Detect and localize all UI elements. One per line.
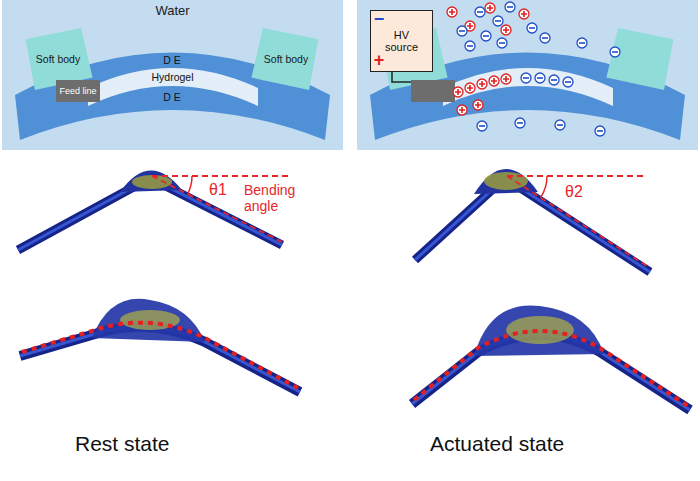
negative-terminal-sign: −: [374, 9, 385, 30]
water-background: [2, 0, 343, 150]
actuator-3d-rest: [20, 299, 300, 392]
negative-charge: [505, 2, 515, 12]
angle-symbol: θ1: [209, 181, 227, 199]
hydrogel-strip: [443, 68, 613, 106]
node-text: Soft body: [36, 53, 80, 66]
positive-charge: [453, 87, 463, 97]
hydrogel-layer: Hydrogel: [135, 69, 210, 85]
negative-charge: [527, 23, 537, 33]
positive-charge: [501, 74, 511, 84]
soft-body-outline: [251, 28, 318, 90]
hydrogel-strip: [88, 68, 258, 106]
positive-charge: [485, 3, 495, 13]
negative-charge: [540, 33, 550, 43]
charge-cloud: [447, 2, 620, 136]
water-background: [357, 0, 698, 150]
angle-symbol: θ2: [565, 183, 583, 201]
positive-charge: [473, 100, 483, 110]
negative-charge: [457, 26, 467, 36]
feed-line: Feed line: [56, 80, 100, 102]
node-text: Feed line: [59, 86, 96, 97]
negative-charge: [563, 77, 573, 87]
negative-charge: [555, 120, 565, 130]
positive-terminal-sign: +: [374, 50, 385, 71]
negative-charge: [465, 41, 475, 51]
negative-charge: [610, 47, 620, 57]
negative-charge: [535, 73, 545, 83]
node-text: Water: [155, 3, 189, 19]
node-text: HV source: [383, 29, 420, 53]
negative-charge: [515, 118, 525, 128]
actuator-3d-actuated: [412, 305, 690, 410]
node-text: Soft body: [264, 53, 308, 66]
state-caption: Actuated state: [430, 432, 564, 456]
dielectric-elastomer-label: D E: [163, 54, 181, 66]
negative-charge: [475, 7, 485, 17]
negative-charge: [595, 126, 605, 136]
bent-actuator-actuated: [415, 169, 650, 272]
bending-angle-label: Bending angle: [244, 182, 308, 214]
state-caption: Rest state: [75, 432, 170, 456]
negative-charge: [497, 38, 507, 48]
positive-charge: [457, 105, 467, 115]
negative-charge: [493, 16, 503, 26]
dielectric-elastomer-label: D E: [163, 91, 181, 103]
positive-charge: [447, 7, 457, 17]
water-panel: Soft body Soft bodyFeed line Hydrogel Water: [2, 0, 343, 150]
positive-charge: [519, 9, 529, 19]
node-text: Hydrogel: [151, 69, 193, 85]
positive-charge: [489, 76, 499, 86]
negative-charge: [577, 38, 587, 48]
negative-charge: [549, 75, 559, 85]
soft-body-block: [606, 28, 673, 90]
negative-charge: [477, 121, 487, 131]
positive-charge: [477, 79, 487, 89]
negative-charge: [521, 73, 531, 83]
positive-charge: [501, 25, 511, 35]
feed-line-block: [411, 80, 455, 102]
negative-charge: [481, 31, 491, 41]
positive-charge: [465, 83, 475, 93]
soft-body: Soft body: [250, 28, 322, 90]
